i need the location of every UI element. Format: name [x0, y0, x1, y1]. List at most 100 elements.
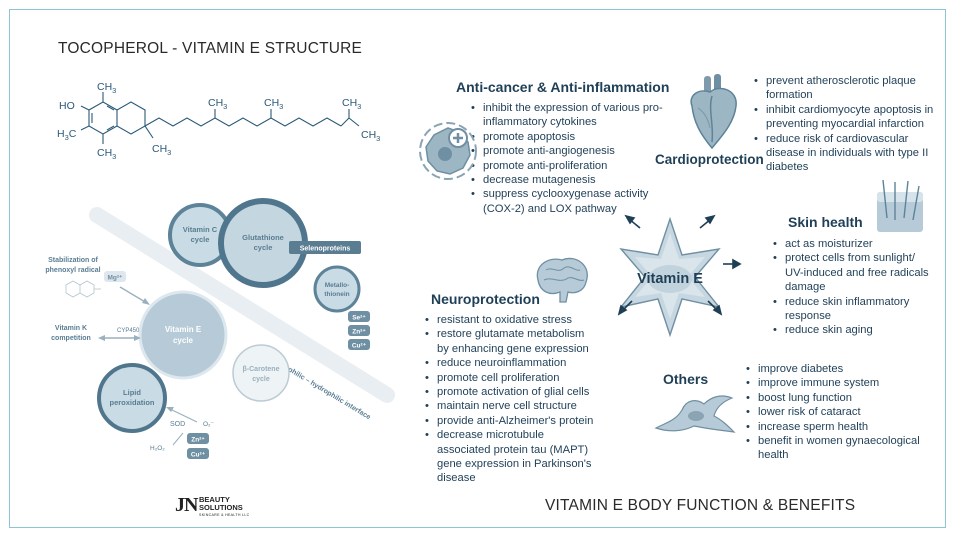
cardio-heading: Cardioprotection	[655, 152, 764, 167]
svg-text:Selenoproteins: Selenoproteins	[300, 246, 351, 253]
svg-text:thionein: thionein	[324, 291, 349, 298]
list-item: promote cell proliferation	[424, 371, 599, 386]
zn-ion-badge	[187, 433, 209, 444]
page-frame	[9, 9, 946, 528]
list-item: benefit in women gynaecological health	[745, 434, 925, 463]
svg-text:CH3: CH3	[264, 97, 283, 111]
arrows-layer	[617, 214, 742, 316]
vitamin-k-label: Vitamin K	[55, 325, 87, 332]
cu-ion-badge	[187, 448, 209, 459]
cardio-list: prevent atherosclerotic plaque formation…	[753, 74, 943, 175]
anticancer-list: inhibit the expression of various pro-in…	[470, 101, 670, 216]
svg-text:Mg²⁺: Mg²⁺	[108, 275, 124, 282]
svg-text:HO: HO	[59, 100, 75, 112]
list-item: provide anti-Alzheimer's protein	[424, 414, 599, 429]
beta-carotene-cycle: β-Carotene cycle	[232, 344, 290, 402]
list-item: decrease mutagenesis	[470, 173, 670, 188]
svg-text:CH3: CH3	[97, 81, 116, 95]
neuro-list: resistant to oxidative stress restore gl…	[424, 313, 599, 486]
brand-logo: JN BEAUTY SOLUTIONS SKINCARE & HEALTH LL…	[175, 494, 260, 520]
svg-text:Zn²⁺: Zn²⁺	[191, 437, 205, 444]
svg-text:Vitamin C: Vitamin C	[183, 225, 218, 234]
svg-text:CH3: CH3	[361, 129, 380, 143]
list-item: reduce skin inflammatory response	[772, 295, 932, 324]
others-heading: Others	[663, 371, 709, 387]
svg-text:cycle: cycle	[191, 235, 210, 244]
svg-text:CYP450: CYP450	[117, 328, 140, 334]
list-item: prevent atherosclerotic plaque formation	[753, 74, 943, 103]
list-item: decrease microtubule associated protein …	[424, 428, 599, 486]
svg-text:Lipid: Lipid	[123, 388, 141, 397]
list-item: lower risk of cataract	[745, 405, 925, 420]
arrow-sod	[169, 408, 198, 423]
arrow-h2o2	[172, 432, 184, 446]
phenoxyl-mini-structure	[65, 280, 101, 298]
svg-text:Glutathione: Glutathione	[242, 233, 284, 242]
interface-band	[89, 207, 395, 403]
logo-solutions: SOLUTIONS	[199, 503, 243, 512]
list-item: promote anti-proliferation	[470, 159, 670, 174]
svg-text:Zn²⁺: Zn²⁺	[352, 329, 366, 336]
list-item: inhibit cardiomyocyte apoptosis in preve…	[753, 103, 943, 132]
skin-icon	[877, 179, 923, 232]
svg-text:β-Carotene: β-Carotene	[243, 366, 280, 373]
heart-icon	[690, 74, 737, 150]
mg-ion-badge	[104, 271, 126, 282]
logo-tagline: SKINCARE & HEALTH LLC	[199, 513, 250, 517]
svg-text:peroxidation: peroxidation	[109, 398, 154, 407]
cancer-cell-icon	[419, 122, 477, 180]
list-item: act as moisturizer	[772, 237, 932, 252]
tocopherol-structure: HO CH3 H3C CH3 CH3 CH3 CH3 CH3 CH3	[57, 81, 380, 161]
h2o2-label: H₂O₂	[150, 445, 165, 452]
list-item: reduce risk of cardiovascular disease in…	[753, 132, 943, 175]
list-item: reduce skin aging	[772, 323, 932, 338]
vitamin-e-star: Vitamin E	[619, 216, 721, 338]
list-item: promote anti-angiogenesis	[470, 144, 670, 159]
logo-beauty: BEAUTY	[199, 495, 230, 504]
brain-icon	[536, 257, 588, 303]
skin-list: act as moisturizer protect cells from su…	[772, 237, 932, 338]
svg-text:CH3: CH3	[152, 143, 171, 157]
list-item: resistant to oxidative stress	[424, 313, 599, 328]
svg-text:phenoxyl radical: phenoxyl radical	[45, 267, 100, 274]
page-title: TOCOPHEROL - VITAMIN E STRUCTURE	[58, 40, 363, 57]
cell-icon	[654, 395, 736, 433]
list-item: promote apoptosis	[470, 130, 670, 145]
svg-text:competition: competition	[51, 335, 91, 342]
selenoproteins-badge	[289, 241, 361, 254]
svg-text:Se²⁺: Se²⁺	[352, 315, 366, 322]
list-item: suppress cyclooxygenase activity (COX-2)…	[470, 187, 670, 216]
sod-label: SOD	[170, 421, 185, 428]
list-item: maintain nerve cell structure	[424, 399, 599, 414]
antioxidant-cycles-diagram: Lipophilic – hydrophilic interface Vitam…	[45, 198, 395, 459]
skin-heading: Skin health	[788, 214, 863, 230]
lipid-peroxidation-cycle: Lipid peroxidation	[97, 363, 167, 433]
list-item: improve diabetes	[745, 362, 925, 377]
neuro-heading: Neuroprotection	[431, 291, 540, 307]
others-list: improve diabetes improve immune system b…	[745, 362, 925, 463]
list-item: restore glutamate metabolism by enhancin…	[424, 327, 599, 356]
svg-text:Cu²⁺: Cu²⁺	[191, 452, 206, 459]
stabilization-label: Stabilization of	[48, 257, 98, 264]
svg-text:cycle: cycle	[173, 336, 194, 345]
vitamin-e-cycle: Vitamin E cycle	[138, 290, 228, 380]
list-item: improve immune system	[745, 376, 925, 391]
metallothionein-cycle: Metallo- thionein	[313, 265, 361, 313]
list-item: increase sperm health	[745, 420, 925, 435]
svg-text:cycle: cycle	[254, 243, 273, 252]
svg-text:O₂⁻: O₂⁻	[203, 421, 215, 428]
logo-monogram: JN	[175, 494, 198, 516]
arrow-stabilization	[119, 286, 148, 304]
svg-text:H3C: H3C	[57, 128, 77, 142]
svg-text:cycle: cycle	[252, 376, 270, 383]
svg-text:Vitamin E: Vitamin E	[165, 325, 202, 334]
center-label: Vitamin E	[637, 271, 703, 287]
svg-text:CH3: CH3	[342, 97, 361, 111]
svg-text:CH3: CH3	[208, 97, 227, 111]
list-item: reduce neuroinflammation	[424, 356, 599, 371]
metal-ions-right: Se²⁺ Zn²⁺ Cu²⁺	[348, 311, 370, 350]
svg-text:CH3: CH3	[97, 147, 116, 161]
svg-text:Cu²⁺: Cu²⁺	[352, 343, 367, 350]
list-item: protect cells from sunlight/ UV-induced …	[772, 251, 932, 294]
list-item: boost lung function	[745, 391, 925, 406]
